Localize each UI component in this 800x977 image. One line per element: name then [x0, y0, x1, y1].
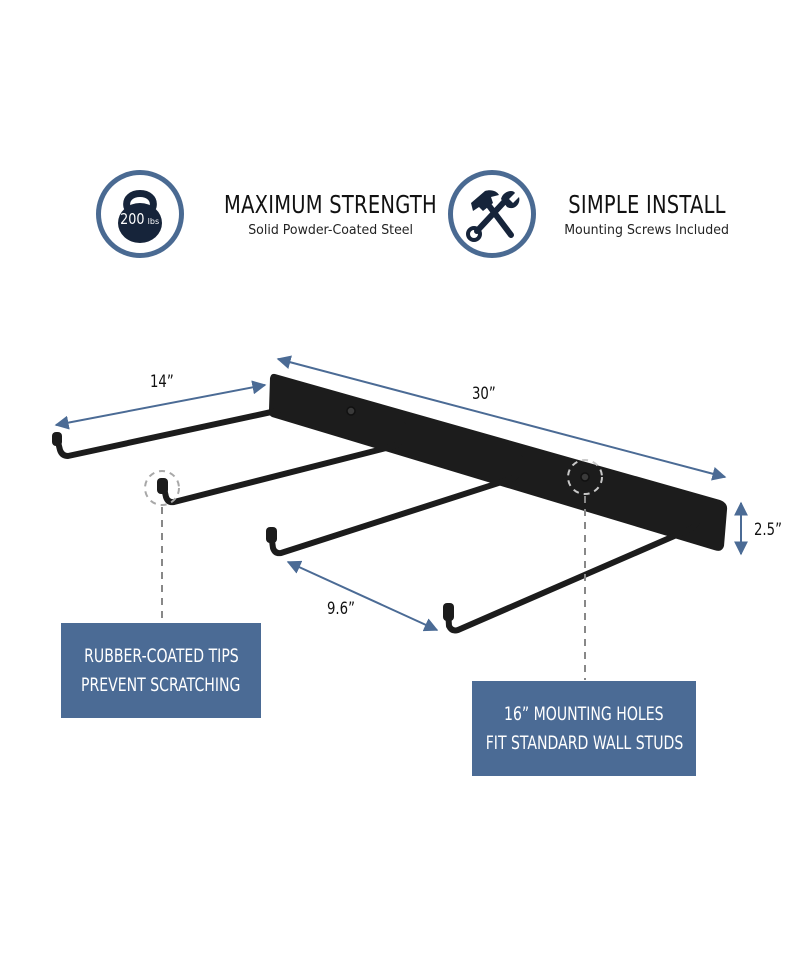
- strength-title: MAXIMUM STRENGTH: [224, 190, 437, 219]
- install-title: SIMPLE INSTALL: [568, 190, 726, 219]
- callout-rubber-tips: RUBBER-COATED TIPS PREVENT SCRATCHING: [61, 623, 261, 718]
- rail-height-label: 2.5”: [754, 520, 782, 540]
- install-text: SIMPLE INSTALL Mounting Screws Included: [546, 190, 748, 238]
- weight-value: 200: [120, 210, 145, 228]
- strength-badge: [96, 170, 184, 258]
- weight-label: 200 lbs: [118, 210, 159, 228]
- callout-rubber-tips-line1: RUBBER-COATED TIPS: [83, 644, 239, 667]
- install-subtitle: Mounting Screws Included: [564, 222, 730, 238]
- install-badge: [448, 170, 536, 258]
- arm-length-label: 14”: [150, 372, 174, 392]
- kettlebell-icon: [118, 190, 162, 243]
- callout-mounting-holes-line1: 16” MOUNTING HOLES: [504, 702, 664, 725]
- feature-simple-install: SIMPLE INSTALL Mounting Screws Included: [448, 170, 748, 258]
- tip-highlight: [144, 470, 180, 506]
- hammer-wrench-icon: [466, 190, 520, 242]
- mounting-hole-right: [580, 472, 590, 482]
- mounting-hole-left: [346, 406, 356, 416]
- callout-mounting-holes: 16” MOUNTING HOLES FIT STANDARD WALL STU…: [472, 681, 696, 776]
- strength-subtitle: Solid Powder-Coated Steel: [248, 222, 413, 238]
- weight-unit: lbs: [147, 217, 160, 226]
- callout-rubber-tips-line2: PREVENT SCRATCHING: [81, 673, 241, 696]
- arm-length-arrow: [54, 380, 267, 430]
- strength-text: MAXIMUM STRENGTH Solid Powder-Coated Ste…: [194, 190, 467, 238]
- feature-maximum-strength: 200 lbs MAXIMUM STRENGTH Solid Powder-Co…: [96, 170, 467, 258]
- rail-length-label: 30”: [472, 384, 496, 404]
- arm-spacing-label: 9.6”: [327, 599, 355, 619]
- callout-mounting-holes-line2: FIT STANDARD WALL STUDS: [485, 731, 683, 754]
- rail-length-arrow: [276, 355, 727, 481]
- arm-spacing-arrow: [286, 560, 439, 632]
- rubber-tips: [52, 432, 454, 621]
